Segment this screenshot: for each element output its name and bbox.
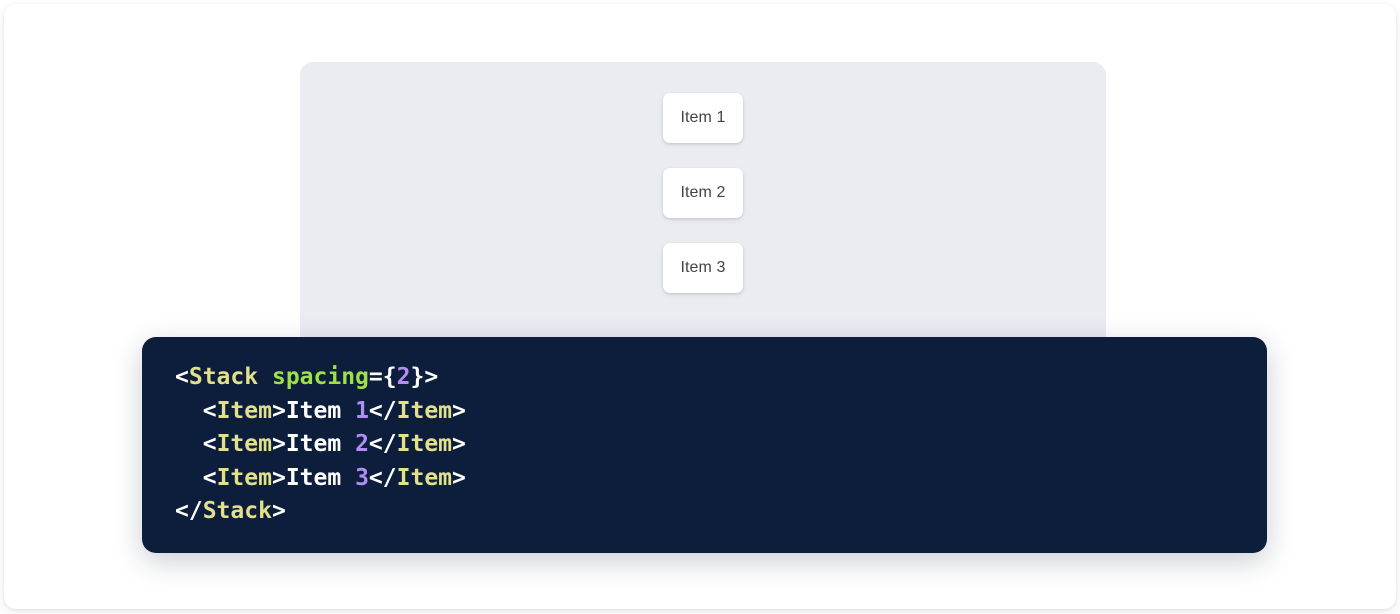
code-token-text xyxy=(258,364,272,390)
code-token-punct: < xyxy=(202,464,217,491)
stack-item-label: Item 2 xyxy=(680,184,726,201)
code-token-tag: Item xyxy=(396,464,453,491)
code-line: <Stack spacing={2}> xyxy=(175,361,466,395)
code-token-text: Item xyxy=(285,431,356,458)
code-token-text: Item xyxy=(285,464,356,491)
code-token-tag: Item xyxy=(216,397,272,424)
code-token-punct: }> xyxy=(410,364,439,390)
code-token-punct: < xyxy=(175,364,189,390)
code-token-tag: Item xyxy=(396,431,453,458)
code-content: <Stack spacing={2}> <Item>Item 1</Item> … xyxy=(175,361,466,529)
code-token-tag: Stack xyxy=(188,364,259,390)
code-token-text: Item xyxy=(285,397,356,424)
app-card: Item 1 Item 2 Item 3 <Stack spacing={2}>… xyxy=(4,4,1396,609)
code-line: <Item>Item 1</Item> xyxy=(175,395,466,429)
code-token-punct: > xyxy=(271,498,286,525)
code-token-tag: Stack xyxy=(202,498,272,525)
code-token-attr: spacing xyxy=(271,364,369,390)
code-token-punct: > xyxy=(452,397,466,424)
stack-item[interactable]: Item 3 xyxy=(663,243,743,293)
code-token-punct: > xyxy=(271,397,286,424)
code-token-punct: </ xyxy=(368,431,397,458)
stack-item[interactable]: Item 2 xyxy=(663,168,743,218)
code-token-punct: ={ xyxy=(368,364,397,390)
code-line: <Item>Item 3</Item> xyxy=(175,462,466,496)
code-line: </Stack> xyxy=(175,495,466,529)
code-token-punct: > xyxy=(271,464,286,491)
stack-item[interactable]: Item 1 xyxy=(663,93,743,143)
code-token-num: 2 xyxy=(396,364,411,390)
code-token-punct: < xyxy=(202,397,217,424)
code-token-tag: Item xyxy=(216,431,272,458)
stack-item-label: Item 1 xyxy=(680,109,726,126)
code-token-num: 1 xyxy=(355,397,369,424)
code-token-punct: </ xyxy=(175,498,203,525)
code-token-punct: > xyxy=(271,431,286,458)
component-preview-panel: Item 1 Item 2 Item 3 xyxy=(300,62,1106,362)
code-token-punct: </ xyxy=(368,464,397,491)
code-token-punct: > xyxy=(452,464,466,491)
code-token-punct: </ xyxy=(368,397,397,424)
stack-container: Item 1 Item 2 Item 3 xyxy=(300,93,1106,293)
code-token-tag: Item xyxy=(396,397,453,424)
code-snippet-block[interactable]: <Stack spacing={2}> <Item>Item 1</Item> … xyxy=(142,337,1267,553)
stack-item-label: Item 3 xyxy=(680,259,726,276)
code-token-tag: Item xyxy=(216,464,272,491)
code-token-num: 2 xyxy=(355,431,369,458)
code-token-num: 3 xyxy=(355,464,369,491)
code-token-punct: > xyxy=(452,431,466,458)
code-line: <Item>Item 2</Item> xyxy=(175,428,466,462)
code-token-punct: < xyxy=(202,431,217,458)
